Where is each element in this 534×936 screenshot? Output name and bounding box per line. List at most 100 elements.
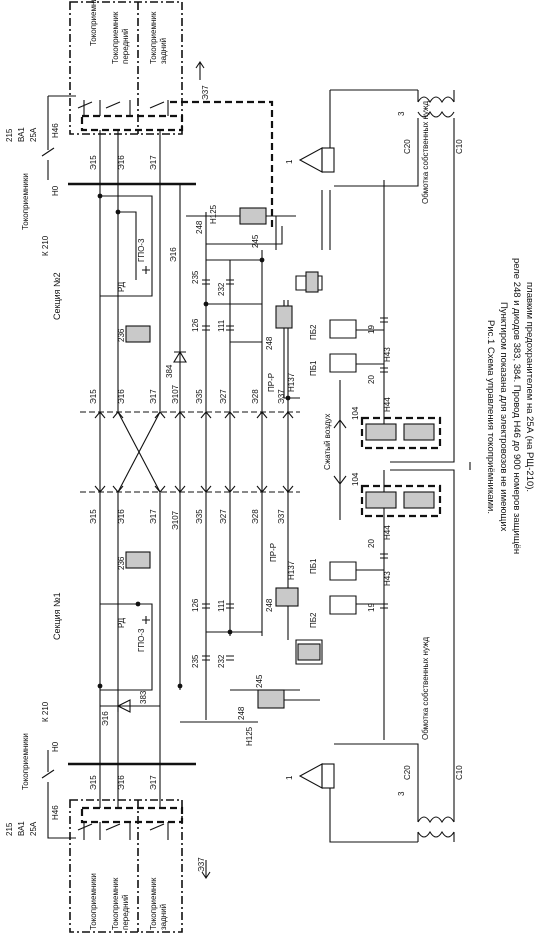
wire-e16-branch-top: Э16 — [169, 247, 178, 262]
front-pantograph-label-bottom-a: Токоприемник — [111, 877, 120, 930]
wire-e15-top: Э15 — [89, 155, 98, 170]
label-248-relay-top: 248 — [265, 336, 274, 350]
label-236-top: 236 — [117, 328, 126, 342]
label-pr-r-top: ПР-Р — [267, 373, 276, 392]
pantographs-label-top: Токоприемники — [89, 0, 98, 46]
label-c20-top: С20 — [403, 139, 412, 154]
label-245-bottom: 245 — [255, 674, 264, 688]
label-pb2-top: ПБ2 — [309, 324, 318, 340]
label-235-top: 235 — [191, 270, 200, 284]
wire-e37-mid-top: Э37 — [277, 389, 286, 404]
wire-e37-mid-bottom: Э37 — [277, 509, 286, 524]
relay-236-top — [125, 325, 151, 343]
label-gpo3-top: ГПО-3 — [137, 238, 146, 262]
label-h43-bottom: Н43 — [383, 571, 392, 586]
label-248-relay-bottom: 248 — [265, 598, 274, 612]
wire-e16-top: Э16 — [117, 155, 126, 170]
wire-n0-bottom: Н0 — [51, 741, 60, 752]
wire-e17-mid-bottom: Э17 — [149, 509, 158, 524]
label-20-top: 20 — [367, 375, 376, 384]
wire-e28-top: Э28 — [251, 389, 260, 404]
label-1-bottom: 1 — [285, 775, 294, 780]
pantographs-feed-label-bottom: Токоприемники — [21, 733, 30, 790]
section-2: Токоприемники Токоприемник передний Токо… — [5, 0, 464, 463]
label-h125-bottom: Н125 — [245, 726, 254, 746]
pantographs-label-bottom: Токоприемники — [89, 873, 98, 930]
rear-pantograph-label-top-a: Токоприемник — [149, 11, 158, 64]
wire-e27-bottom: Э27 — [219, 509, 228, 524]
wire-e35-top: Э35 — [195, 389, 204, 404]
label-235-bottom: 235 — [191, 654, 200, 668]
wire-e27-top: Э27 — [219, 389, 228, 404]
label-215-top: 215 — [5, 128, 14, 142]
label-215-bottom: 215 — [5, 822, 14, 836]
relay-236-bottom — [125, 551, 151, 569]
wire-e16-branch-bottom: Э16 — [101, 711, 110, 726]
rear-pantograph-label-bottom-a: Токоприемник — [149, 877, 158, 930]
pantograph-box-bottom — [69, 799, 183, 933]
label-pb2-bottom: ПБ2 — [309, 612, 318, 628]
pantograph-box-top — [69, 1, 183, 135]
label-3-bottom: 3 — [397, 791, 406, 796]
section-1-label: Секция №1 — [52, 592, 62, 640]
wire-n46-top: Н46 — [51, 123, 60, 138]
label-pr-r-bottom: ПР-Р — [269, 543, 278, 562]
label-232-top: 232 — [217, 282, 226, 296]
label-20-bottom: 20 — [367, 539, 376, 548]
caption-line-2: Пунктиром показана для электровозов не и… — [498, 302, 509, 532]
label-h137-bottom: Н137 — [287, 560, 296, 580]
relay-248-top — [275, 305, 293, 329]
label-h44-bottom: Н44 — [383, 525, 392, 540]
wire-e35-bottom: Э35 — [195, 509, 204, 524]
label-h44-top: Н44 — [383, 397, 392, 412]
wire-e17-bottom: Э17 — [149, 775, 158, 790]
wire-e28-bottom: Э28 — [251, 509, 260, 524]
label-3-top: 3 — [397, 111, 406, 116]
label-rd-top: РД — [117, 281, 126, 292]
label-pb1-bottom: ПБ1 — [309, 558, 318, 574]
caption-line-3: реле 248 и диодов 383, 384. Провод Н46 д… — [511, 258, 522, 554]
pantographs-feed-label-top: Токоприемники — [21, 173, 30, 230]
wire-e37-top: Э37 — [201, 85, 210, 100]
label-19-bottom: 19 — [367, 603, 376, 612]
label-va1-top: ВА1 — [17, 127, 26, 142]
label-gpo3-bottom: ГПО-3 — [137, 628, 146, 652]
label-19-top: 19 — [367, 325, 376, 334]
label-104-top: 104 — [351, 406, 360, 420]
label-25a-bottom: 25А — [29, 821, 38, 836]
label-h43-top: Н43 — [383, 347, 392, 362]
aux-winding-label-top: Обмотка собственных нужд — [421, 101, 430, 204]
label-25a-top: 25А — [29, 127, 38, 142]
relay-104-a-bottom — [365, 491, 397, 509]
wire-e15-bottom: Э15 — [89, 775, 98, 790]
label-236-bottom: 236 — [117, 556, 126, 570]
section-1: Токоприемники Токоприемник передний Токо… — [5, 462, 471, 933]
label-pb1-top: ПБ1 — [309, 360, 318, 376]
label-111-top: 111 — [217, 319, 226, 332]
wire-e17-mid-top: Э17 — [149, 389, 158, 404]
label-383: 383 — [139, 690, 148, 704]
wire-e15-mid-bottom: Э15 — [89, 509, 98, 524]
wire-e17-top: Э17 — [149, 155, 158, 170]
figure-caption: Рис.1 Схема управления токоприёмниками. … — [485, 258, 534, 554]
label-232-bottom: 232 — [217, 654, 226, 668]
wire-e16-bottom: Э16 — [117, 775, 126, 790]
label-k210-bottom: К 210 — [41, 701, 50, 722]
label-104-bottom: 104 — [351, 472, 360, 486]
label-rd-bottom: РД — [117, 617, 126, 628]
relay-104-b-bottom — [403, 491, 435, 509]
label-126-top: 126 — [191, 318, 200, 332]
label-h137-top: Н137 — [287, 372, 296, 392]
label-245-top: 245 — [251, 234, 260, 248]
label-384: 384 — [165, 364, 174, 378]
relay-245-top — [239, 207, 267, 225]
relay-245-bottom — [257, 689, 285, 709]
wire-e15-mid-top: Э15 — [89, 389, 98, 404]
front-pantograph-label-top-b: передний — [121, 28, 130, 64]
caption-line-1: Рис.1 Схема управления токоприёмниками. — [485, 320, 496, 514]
wire-e16-mid-bottom: Э16 — [117, 509, 126, 524]
label-248-bottom: 248 — [237, 706, 246, 720]
label-248-top: 248 — [195, 220, 204, 234]
relay-104-b-top — [403, 423, 435, 441]
